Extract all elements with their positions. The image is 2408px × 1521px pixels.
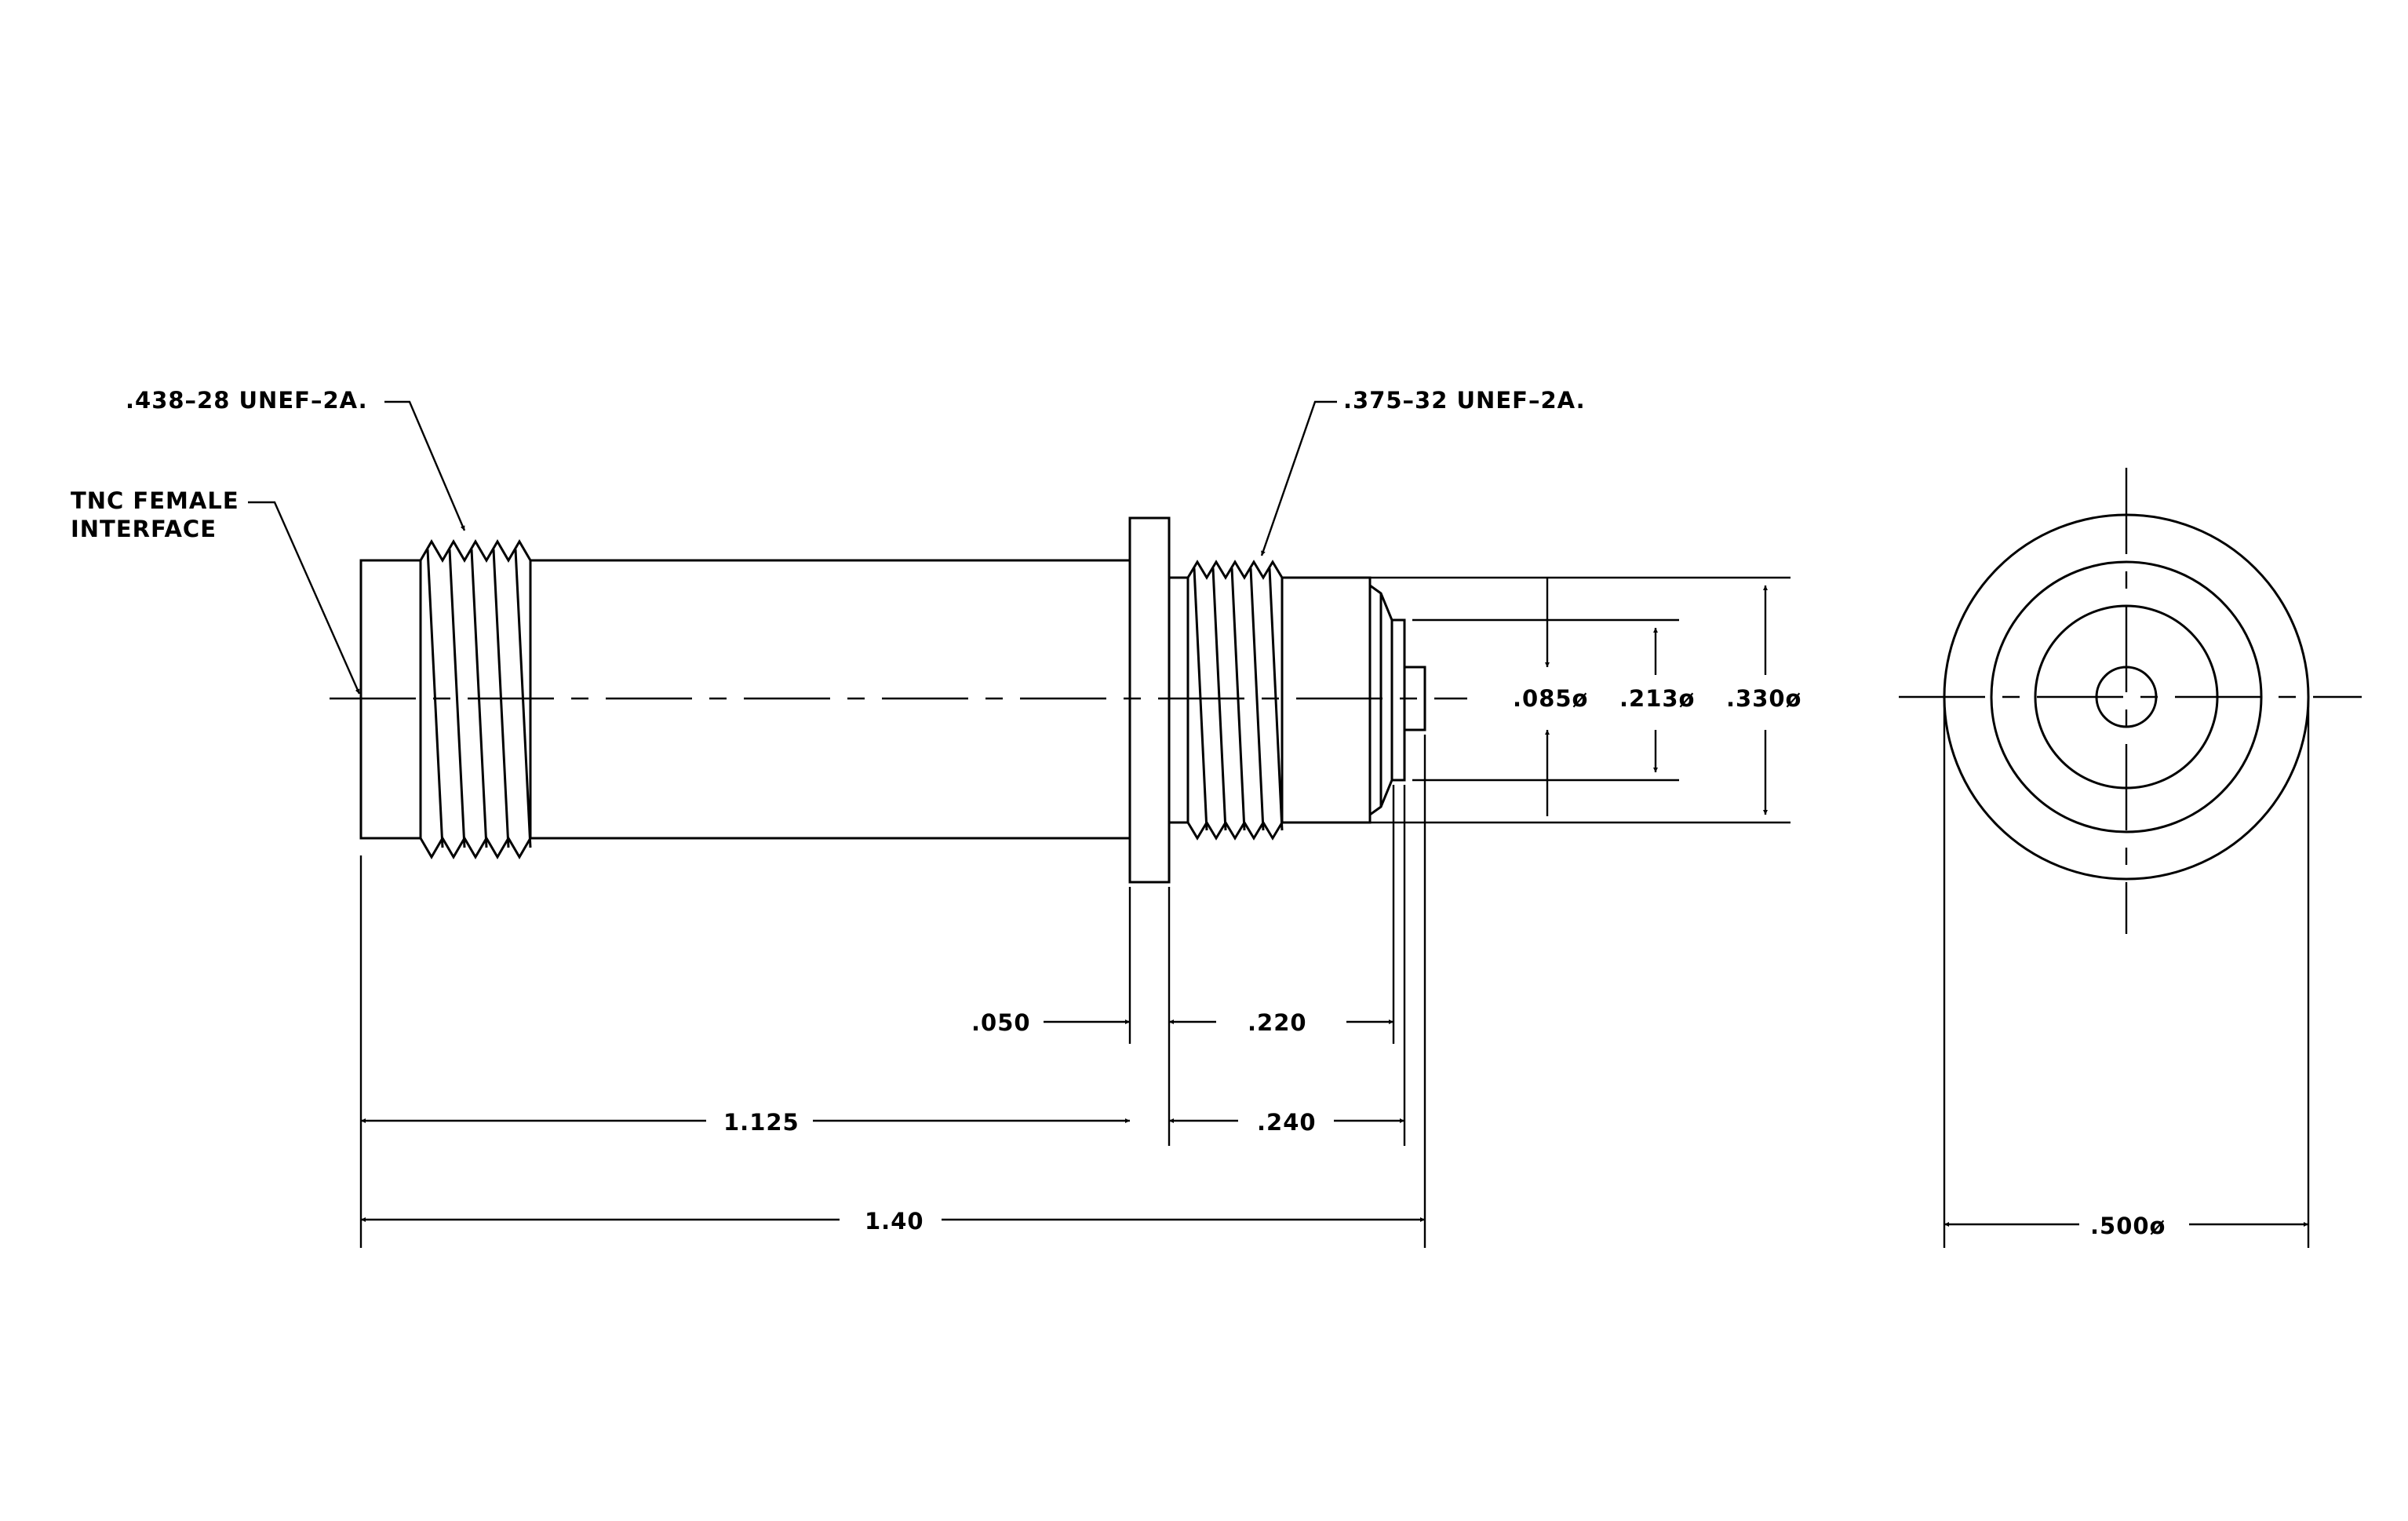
left-thread — [419, 539, 532, 859]
right-thread — [1168, 560, 1284, 841]
dim-500-label: .500ø — [2090, 1213, 2166, 1239]
main-body — [530, 559, 1130, 840]
diameter-dimensions: .085ø .213ø .330ø — [1370, 576, 1801, 824]
dim-213-label: .213ø — [1619, 685, 1695, 712]
dim-140-label: 1.40 — [865, 1208, 924, 1235]
end-view: .500ø — [1899, 468, 2362, 1248]
thread-left-leader — [384, 400, 466, 531]
thread-right-leader — [1260, 400, 1337, 556]
tnc-leader — [248, 501, 361, 695]
callouts: TNC FEMALE INTERFACE .438–28 UNEF–2A. .3… — [71, 387, 1586, 695]
flange — [1128, 516, 1171, 884]
dim-050-label: .050 — [971, 1009, 1031, 1036]
dim-085-label: .085ø — [1513, 685, 1588, 712]
dim-330-label: .330ø — [1726, 685, 1801, 712]
tnc-label-line2: INTERFACE — [71, 516, 217, 542]
dim-220-label: .220 — [1248, 1009, 1307, 1036]
rear-body — [1282, 576, 1426, 824]
thread-left-label: .438–28 UNEF–2A. — [126, 387, 368, 414]
dim-1125-label: 1.125 — [723, 1109, 800, 1136]
side-view — [330, 516, 1467, 884]
thread-right-label: .375–32 UNEF–2A. — [1343, 387, 1586, 414]
dim-240-label: .240 — [1257, 1109, 1317, 1136]
tnc-label-line1: TNC FEMALE — [71, 487, 239, 514]
length-dimensions: .050 .220 1.125 .240 1.40 — [359, 735, 1426, 1248]
